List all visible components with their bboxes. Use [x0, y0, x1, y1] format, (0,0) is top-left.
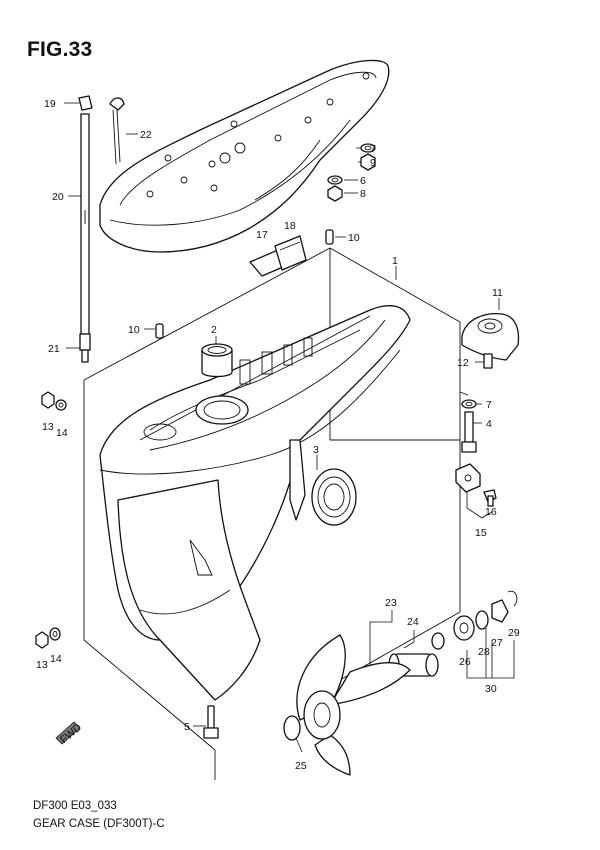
washers-and-nuts: [325, 143, 376, 245]
bolt-5: [203, 705, 219, 739]
callout-3: 3: [313, 444, 319, 456]
shift-rod: [78, 95, 125, 363]
callout-30: 30: [485, 683, 497, 695]
callout-24: 24: [407, 616, 419, 628]
callout-7: 7: [370, 143, 376, 155]
callout-16: 16: [485, 506, 497, 518]
callout-28: 28: [478, 646, 490, 658]
callout-10: 10: [128, 324, 140, 336]
callout-12: 12: [457, 357, 469, 369]
callout-25: 25: [295, 760, 307, 772]
callout-19: 19: [44, 98, 56, 110]
callout-23: 23: [385, 597, 397, 609]
propeller-hardware: [388, 590, 518, 677]
callout-5: 5: [184, 721, 190, 733]
forward-direction-badge: FWD: [55, 721, 84, 746]
gear-case: [83, 247, 469, 780]
callout-22: 22: [140, 129, 152, 141]
callout-11: 11: [492, 287, 503, 299]
shim-plates: [249, 235, 307, 277]
callout-26: 26: [459, 656, 471, 668]
callout-27: 27: [491, 637, 503, 649]
callout-15: 15: [475, 527, 487, 539]
footer-part-name: GEAR CASE (DF300T)-C: [33, 818, 165, 830]
callout-13: 13: [42, 421, 54, 433]
oil-seal: [311, 468, 357, 526]
callout-6: 6: [360, 175, 366, 187]
anode-15: [455, 463, 497, 507]
callout-17: 17: [256, 229, 268, 241]
nut-washer-upper: [41, 391, 67, 411]
fwd-label: FWD: [58, 721, 84, 746]
callout-10: 10: [348, 232, 360, 244]
propeller: [283, 634, 411, 776]
callout-1: 1: [392, 255, 398, 267]
callout-9: 9: [370, 157, 376, 169]
callout-21: 21: [48, 343, 60, 355]
figure-title: FIG.33: [27, 38, 93, 61]
callout-29: 29: [508, 627, 520, 639]
callout-numbers: 19 22 20 21 13 14 7 9 6 8 17 18 10 1 11 …: [36, 98, 520, 772]
callout-18: 18: [284, 220, 296, 232]
callout-13: 13: [36, 659, 48, 671]
callout-7: 7: [486, 399, 492, 411]
callout-4: 4: [486, 418, 492, 430]
trim-tab: [461, 312, 520, 369]
callout-14: 14: [56, 427, 68, 439]
callout-20: 20: [52, 191, 64, 203]
callout-14: 14: [50, 653, 62, 665]
nut-washer-lower: [35, 627, 61, 649]
anode-cover: [99, 59, 390, 253]
bolt-4: [461, 399, 477, 453]
callout-8: 8: [360, 188, 366, 200]
footer-model-code: DF300 E03_033: [33, 800, 117, 812]
callout-2: 2: [211, 324, 217, 336]
